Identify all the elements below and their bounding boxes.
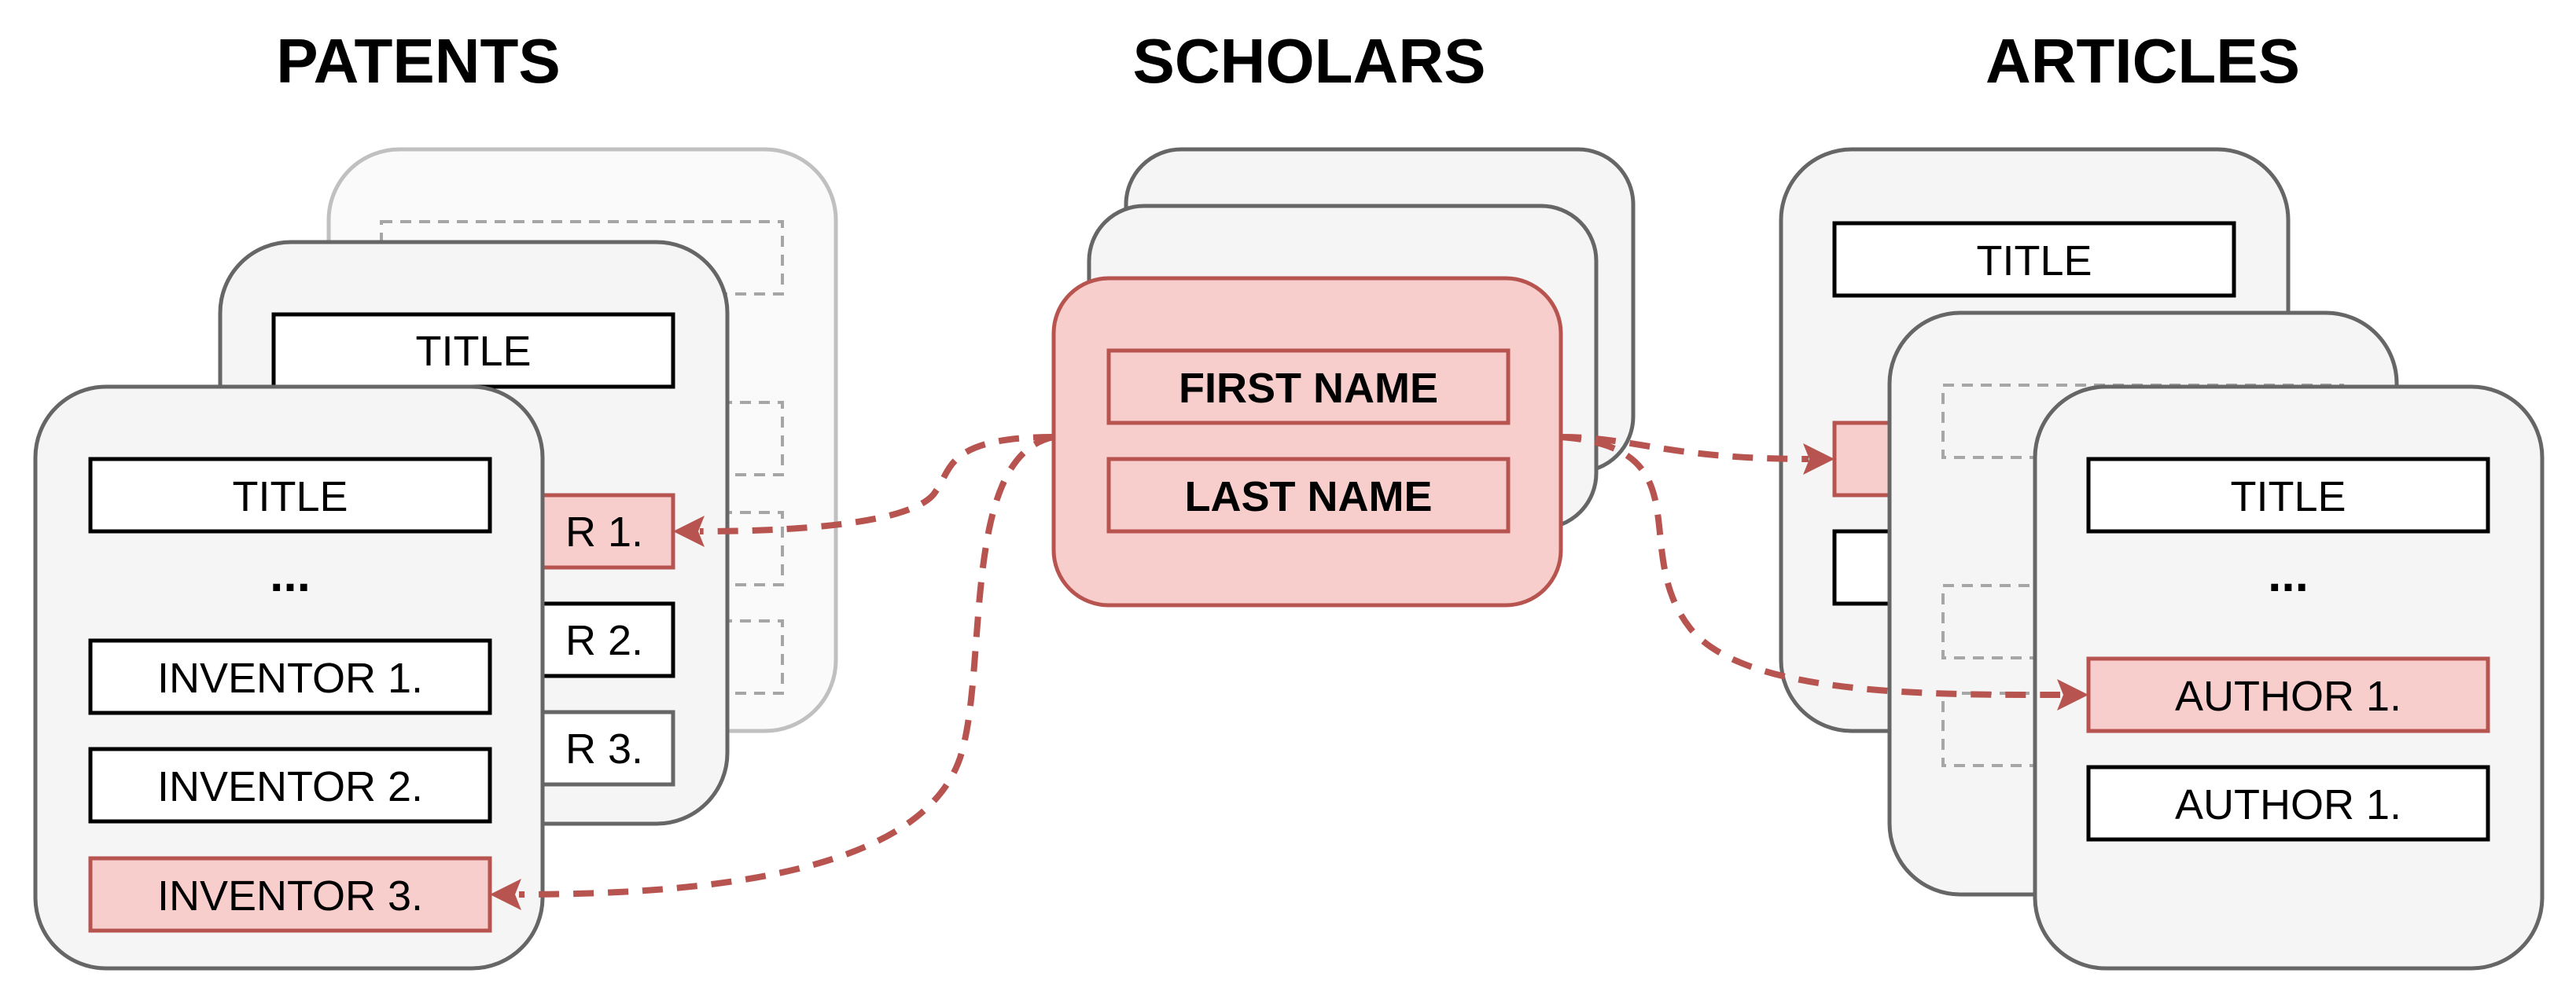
article-front-title-box bbox=[2086, 457, 2490, 534]
scholar-card-front: FIRST NAME LAST NAME bbox=[1051, 276, 1563, 608]
inventor-2-text: INVENTOR 2. bbox=[157, 763, 423, 810]
link-arrows bbox=[490, 434, 2088, 910]
last-name-text: LAST NAME bbox=[1185, 473, 1433, 520]
first-name-box bbox=[1106, 348, 1511, 425]
arrowhead-article-author bbox=[1803, 443, 1834, 475]
article-front-ellipsis: ... bbox=[2268, 548, 2309, 602]
arrowhead-patent-inventor-1 bbox=[673, 516, 705, 547]
article-front-title-text: TITLE bbox=[2230, 473, 2346, 520]
scholars-stack: FIRST NAME LAST NAME bbox=[1051, 147, 1636, 608]
heading-articles: ARTICLES bbox=[1985, 26, 2300, 96]
author-2-text: AUTHOR 1. bbox=[2175, 781, 2401, 828]
articles-stack: TITLE TITLE ... AUTHOR 1. AUTHOR 1. bbox=[1779, 147, 2545, 971]
inventor-3-text: INVENTOR 3. bbox=[157, 872, 423, 920]
patent-card-front: TITLE ... INVENTOR 1. INVENTOR 2. INVENT… bbox=[33, 384, 545, 971]
arrowhead-author-1 bbox=[2057, 679, 2088, 711]
patent-front-ellipsis: ... bbox=[270, 548, 311, 602]
heading-scholars: SCHOLARS bbox=[1133, 26, 1486, 96]
heading-patents: PATENTS bbox=[276, 26, 560, 96]
patent-inventor-2-text: R 2. bbox=[565, 617, 643, 664]
inventor-1-text: INVENTOR 1. bbox=[157, 655, 423, 702]
inventor-2-box bbox=[88, 747, 492, 824]
link-to-inventor-3 bbox=[518, 434, 1054, 898]
article-card-front: TITLE ... AUTHOR 1. AUTHOR 1. bbox=[2033, 384, 2545, 971]
author-2-box bbox=[2086, 765, 2490, 842]
last-name-box bbox=[1106, 457, 1511, 534]
link-to-patent-inventor-1 bbox=[699, 434, 1054, 534]
author-1-text: AUTHOR 1. bbox=[2175, 673, 2401, 720]
first-name-text: FIRST NAME bbox=[1179, 365, 1438, 412]
inventor-1-box bbox=[88, 638, 492, 715]
link-to-author-1 bbox=[1560, 434, 2061, 699]
patent-inventor-1-text: R 1. bbox=[565, 509, 643, 556]
arrowhead-inventor-3 bbox=[490, 879, 521, 910]
patents-stack: TITLE R 1. R 2. R 3. TITLE ... INVENTOR … bbox=[33, 147, 838, 971]
article-back-title-box bbox=[1832, 221, 2236, 298]
article-back-title-text: TITLE bbox=[1976, 237, 2092, 285]
patent-front-title-text: TITLE bbox=[232, 473, 348, 520]
patent-front-title-box bbox=[88, 457, 492, 534]
patent-inventor-3-text: R 3. bbox=[565, 725, 643, 773]
patent-title-text: TITLE bbox=[415, 328, 531, 375]
